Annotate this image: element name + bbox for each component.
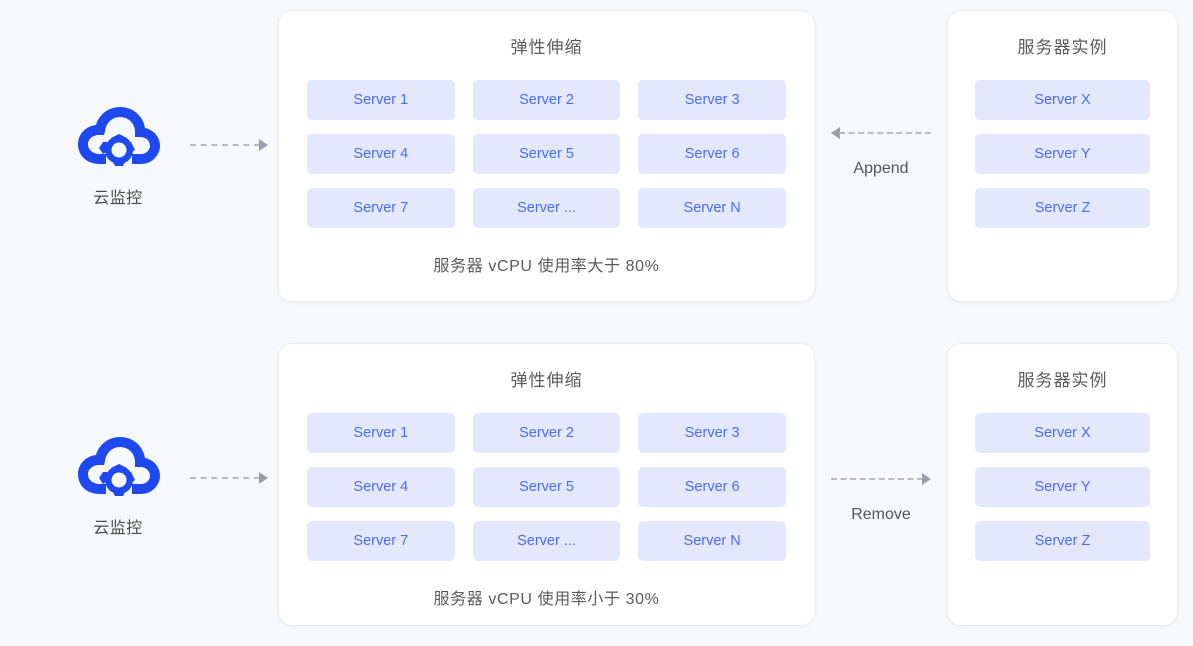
flow-row-scale-out: 云监控 弹性伸缩 Server 1 Server 2 Server 3 Serv…	[0, 10, 1193, 302]
server-grid: Server 1 Server 2 Server 3 Server 4 Serv…	[307, 80, 786, 228]
instance-chip[interactable]: Server Y	[975, 467, 1150, 507]
instance-chip[interactable]: Server X	[975, 80, 1150, 120]
server-chip[interactable]: Server 7	[307, 521, 455, 561]
cloud-monitor-label: 云监控	[93, 520, 143, 537]
arrow-line	[190, 144, 260, 146]
elastic-scaling-card: 弹性伸缩 Server 1 Server 2 Server 3 Server 4…	[278, 10, 815, 302]
elastic-scaling-title: 弹性伸缩	[510, 38, 583, 57]
server-chip[interactable]: Server 5	[472, 134, 621, 174]
cloud-monitor-label: 云监控	[93, 190, 143, 207]
action-column-remove: Remove	[815, 343, 947, 626]
server-chip[interactable]: Server 4	[307, 467, 455, 507]
server-chip[interactable]: Server 6	[638, 134, 786, 174]
server-chip[interactable]: Server ...	[472, 188, 621, 228]
server-grid: Server 1 Server 2 Server 3 Server 4 Serv…	[307, 413, 786, 561]
monitor-column: 云监控	[0, 10, 278, 302]
elastic-scaling-title: 弹性伸缩	[510, 371, 583, 390]
arrow-head-icon	[259, 139, 268, 151]
arrow-head-icon	[922, 473, 931, 485]
server-chip[interactable]: Server N	[638, 188, 786, 228]
scaling-condition-caption: 服务器 vCPU 使用率小于 30%	[433, 591, 660, 608]
server-chip[interactable]: Server 4	[307, 134, 455, 174]
cloud-monitor: 云监控	[62, 436, 174, 538]
remove-arrow	[831, 473, 931, 485]
server-instance-title: 服务器实例	[1017, 38, 1108, 57]
server-instance-card: 服务器实例 Server X Server Y Server Z	[947, 10, 1178, 302]
server-chip[interactable]: Server ...	[472, 521, 621, 561]
instance-chip[interactable]: Server X	[975, 413, 1150, 453]
instance-list: Server X Server Y Server Z	[975, 80, 1150, 228]
server-chip[interactable]: Server 3	[638, 413, 786, 453]
remove-label: Remove	[851, 506, 911, 523]
instance-chip[interactable]: Server Z	[975, 521, 1150, 561]
arrow-head-icon	[259, 472, 268, 484]
server-chip[interactable]: Server 1	[307, 80, 455, 120]
server-chip[interactable]: Server N	[638, 521, 786, 561]
monitor-to-scaling-arrow	[190, 472, 268, 484]
scaling-condition-caption: 服务器 vCPU 使用率大于 80%	[433, 258, 660, 275]
elastic-scaling-card: 弹性伸缩 Server 1 Server 2 Server 3 Server 4…	[278, 343, 815, 626]
append-label: Append	[853, 160, 909, 177]
server-instance-card: 服务器实例 Server X Server Y Server Z	[947, 343, 1178, 626]
arrow-line	[190, 477, 260, 479]
monitor-to-scaling-arrow	[190, 139, 268, 151]
instance-chip[interactable]: Server Z	[975, 188, 1150, 228]
arrow-line	[839, 132, 931, 134]
instance-chip[interactable]: Server Y	[975, 134, 1150, 174]
monitor-column: 云监控	[0, 343, 278, 626]
cloud-gear-icon	[78, 437, 160, 496]
server-chip[interactable]: Server 1	[307, 413, 455, 453]
remove-action: Remove	[815, 473, 947, 524]
remove-arrow-wrapper	[831, 473, 931, 490]
server-chip[interactable]: Server 2	[472, 80, 621, 120]
cloud-gear-icon	[78, 107, 160, 166]
action-column-append: Append	[815, 10, 947, 302]
cloud-monitor: 云监控	[62, 106, 174, 208]
append-arrow-wrapper	[831, 127, 931, 144]
flow-row-scale-in: 云监控 弹性伸缩 Server 1 Server 2 Server 3 Serv…	[0, 343, 1193, 626]
server-instance-title: 服务器实例	[1017, 371, 1108, 390]
server-chip[interactable]: Server 3	[638, 80, 786, 120]
append-arrow	[831, 127, 931, 139]
arrow-line	[831, 478, 923, 480]
append-action: Append	[815, 127, 947, 178]
server-chip[interactable]: Server 5	[472, 467, 621, 507]
arrow-head-icon	[831, 127, 840, 139]
instance-list: Server X Server Y Server Z	[975, 413, 1150, 561]
server-chip[interactable]: Server 2	[472, 413, 621, 453]
server-chip[interactable]: Server 7	[307, 188, 455, 228]
server-chip[interactable]: Server 6	[638, 467, 786, 507]
